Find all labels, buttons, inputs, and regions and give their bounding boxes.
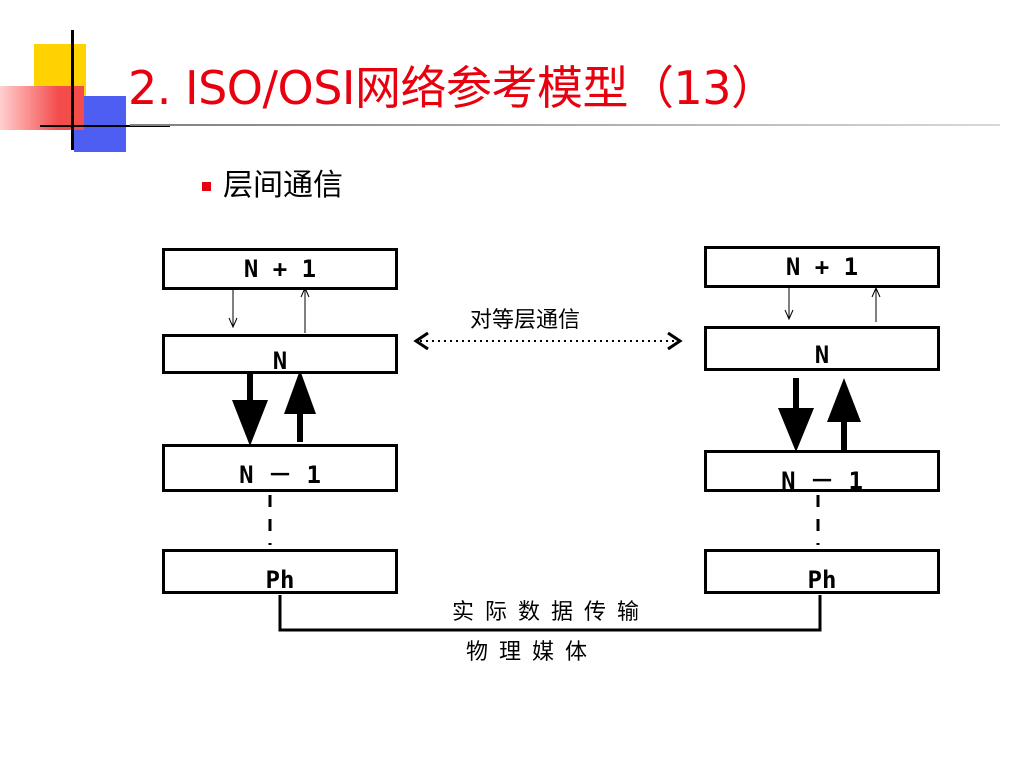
left-thick-down-arrowhead (232, 400, 268, 446)
title-underline (130, 124, 1000, 126)
bullet-text: 层间通信 (223, 168, 343, 203)
left-thin-down-arrowhead (228, 317, 238, 329)
right-layer-n: N (704, 326, 940, 371)
bullet-square-icon (202, 181, 211, 191)
left-thick-up-arrowhead (284, 370, 316, 414)
right-thick-down-arrowhead (778, 408, 814, 452)
right-layer-n-plus-1: N + 1 (704, 246, 940, 288)
left-layer-n-minus-1: N － 1 (162, 444, 398, 492)
decor-vertical-line (71, 30, 74, 150)
right-layer-n-minus-1: N － 1 (704, 450, 940, 495)
left-layer-physical: Ph (162, 549, 398, 594)
left-layer-n: N (162, 334, 398, 375)
right-thick-up-arrowhead (827, 378, 861, 422)
physical-medium-label-line1: 实 际 数 据 传 输 (452, 600, 641, 625)
right-thick-down-arrow-shaft (793, 378, 799, 412)
decor-horizontal-line (40, 125, 170, 127)
physical-medium-line (278, 595, 822, 632)
left-layer-n-plus-1: N + 1 (162, 248, 398, 290)
physical-medium-label-line2: 物 理 媒 体 (466, 640, 589, 665)
right-thick-up-arrow-shaft (841, 420, 847, 450)
right-thin-down-arrowhead (784, 309, 794, 321)
peer-arrowhead-right (667, 331, 683, 351)
right-layer-physical: Ph (704, 549, 940, 594)
left-thick-down-arrow-shaft (247, 374, 253, 404)
peer-arrowhead-left (413, 331, 429, 351)
slide-title: 2. ISO/OSI网络参考模型（13） (128, 61, 777, 115)
bullet-item: 层间通信 (202, 162, 343, 203)
right-thin-up-arrowhead (871, 286, 881, 298)
left-thick-up-arrow-shaft (297, 412, 303, 442)
decor-red-block (0, 86, 84, 130)
peer-communication-label: 对等层通信 (470, 308, 581, 333)
